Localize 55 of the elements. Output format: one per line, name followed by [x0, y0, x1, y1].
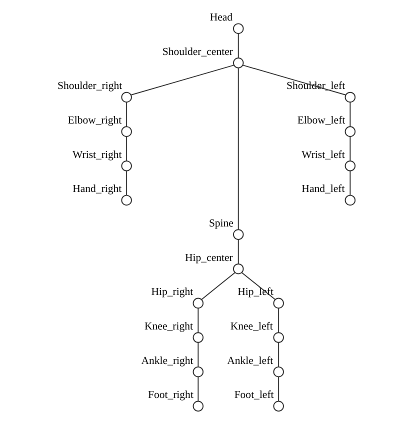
connector: [350, 136, 351, 162]
connector: [126, 102, 128, 128]
connector: [130, 64, 234, 96]
node-label: Knee_left: [230, 320, 273, 332]
node-circle: [192, 400, 204, 412]
connector: [198, 376, 199, 402]
node-circle: [192, 332, 204, 343]
node-circle: [273, 366, 284, 378]
node-circle: [344, 160, 356, 172]
node-circle: [273, 400, 284, 412]
node-label: Foot_left: [234, 389, 274, 402]
connector: [238, 239, 239, 264]
node-circle: [121, 126, 132, 137]
node-circle: [232, 263, 244, 274]
connector: [238, 68, 239, 230]
connector: [350, 102, 351, 128]
node-circle: [273, 298, 284, 309]
node-label: Foot_right: [148, 389, 194, 402]
node-circle: [121, 160, 132, 172]
connector: [198, 308, 199, 334]
node-label: Wrist_right: [72, 148, 122, 161]
connector: [350, 170, 351, 196]
node-circle: [121, 194, 132, 206]
node-label: Hand_right: [72, 183, 122, 196]
node-circle: [232, 23, 244, 34]
node-label: Ankle_left: [227, 354, 274, 367]
node-label: Spine: [208, 218, 234, 230]
connector: [238, 33, 239, 58]
node-circle: [192, 298, 204, 309]
connector: [278, 376, 280, 402]
node-label: Hip_right: [151, 286, 194, 298]
node-circle: [273, 332, 284, 343]
connector: [126, 136, 128, 162]
node-label: Knee_right: [144, 320, 193, 332]
node-circle: [232, 58, 244, 68]
node-label: Shoulder_right: [58, 80, 122, 92]
node-label: Hip_center: [185, 252, 233, 264]
node-circle: [344, 194, 356, 206]
node-label: Head: [210, 12, 233, 24]
node-label: Elbow_right: [68, 114, 122, 127]
node-circle: [344, 126, 356, 137]
connector: [278, 342, 280, 368]
node-label: Elbow_left: [297, 114, 346, 127]
node-circle: [344, 92, 356, 103]
node-circle: [192, 366, 204, 378]
connector: [201, 272, 236, 300]
node-circle: [232, 229, 244, 240]
node-circle: [121, 92, 132, 103]
connector: [126, 170, 128, 196]
node-label: Shoulder_center: [162, 46, 233, 58]
connector: [198, 342, 199, 368]
connector: [278, 308, 280, 334]
node-label: Ankle_right: [141, 354, 194, 367]
node-label: Wrist_left: [302, 148, 345, 161]
node-label: Hand_left: [302, 183, 345, 196]
